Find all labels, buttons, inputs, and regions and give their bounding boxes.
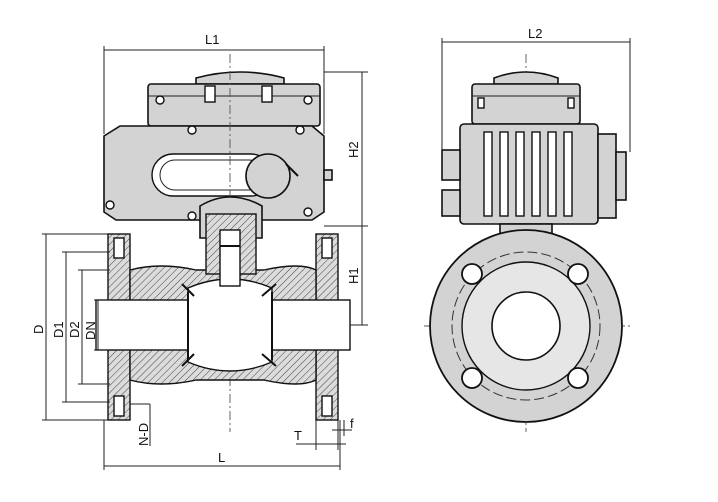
- dim-label-L1: L1: [205, 32, 219, 47]
- dim-H1: H1: [338, 225, 368, 326]
- dim-label-D2: D2: [67, 321, 82, 338]
- dim-label-D1: D1: [51, 321, 66, 338]
- dim-label-D: D: [31, 325, 46, 334]
- dim-ND: N-D: [130, 403, 151, 446]
- side-actuator: [441, 71, 627, 237]
- dim-label-T: T: [294, 428, 302, 443]
- front-actuator: [103, 71, 333, 221]
- side-flange: [429, 229, 623, 423]
- dim-H2: H2: [324, 71, 368, 227]
- dim-label-H2: H2: [346, 141, 361, 158]
- dim-L2: L2: [441, 26, 631, 152]
- dim-L1: L1: [103, 32, 325, 134]
- dim-T-f: T f: [294, 416, 354, 450]
- side-view: L2: [424, 26, 631, 432]
- dim-label-H1: H1: [346, 267, 361, 284]
- front-view: L1 H2 H1 D D1: [31, 32, 368, 470]
- dim-label-DN: DN: [83, 321, 98, 340]
- dim-label-f: f: [350, 416, 354, 431]
- dim-label-L: L: [218, 450, 225, 465]
- dim-L: L: [103, 420, 341, 470]
- front-valve-body: [95, 196, 351, 421]
- dim-diameters: D D1 D2 DN: [31, 233, 110, 421]
- dim-label-L2: L2: [528, 26, 542, 41]
- dim-label-ND: N-D: [136, 423, 151, 446]
